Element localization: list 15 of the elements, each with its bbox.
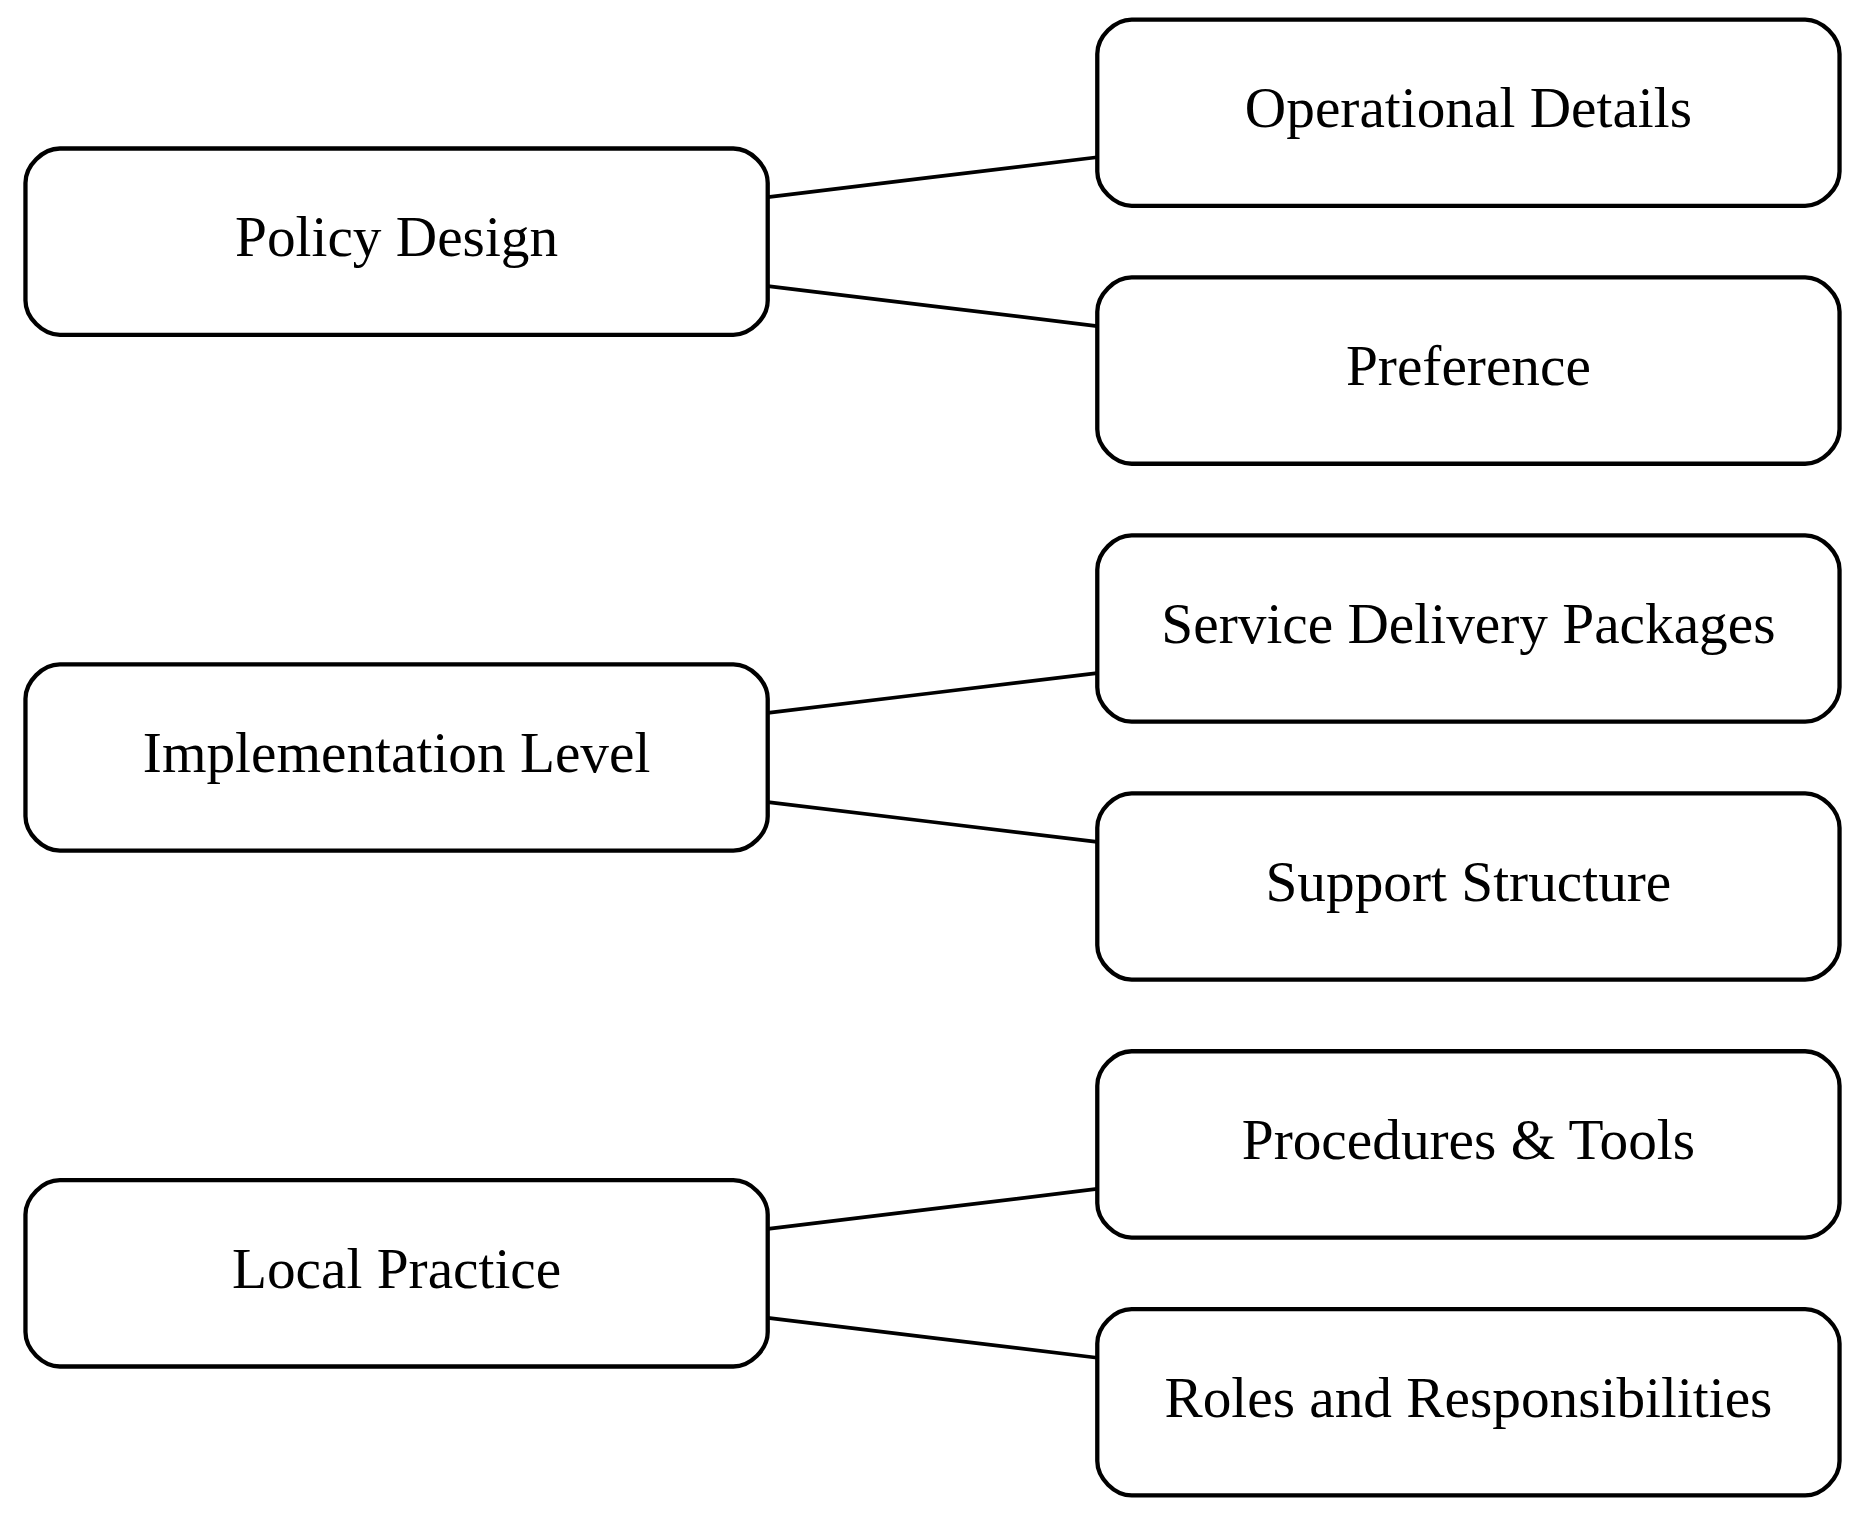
node-box: Support Structure	[1094, 791, 1842, 982]
node-box: Roles and Responsibilities	[1094, 1307, 1842, 1498]
node-box: Procedures & Tools	[1094, 1049, 1842, 1240]
node-box: Implementation Level	[22, 662, 770, 853]
connector	[767, 800, 1097, 844]
node-box: Preference	[1094, 275, 1842, 466]
connector	[767, 1187, 1097, 1231]
connector	[767, 671, 1097, 715]
node-box: Local Practice	[22, 1178, 770, 1369]
connector	[767, 1316, 1097, 1360]
connector	[767, 284, 1097, 328]
node-box: Service Delivery Packages	[1094, 533, 1842, 724]
connector	[767, 155, 1097, 199]
node-box: Operational Details	[1094, 17, 1842, 208]
node-box: Policy Design	[22, 146, 770, 337]
